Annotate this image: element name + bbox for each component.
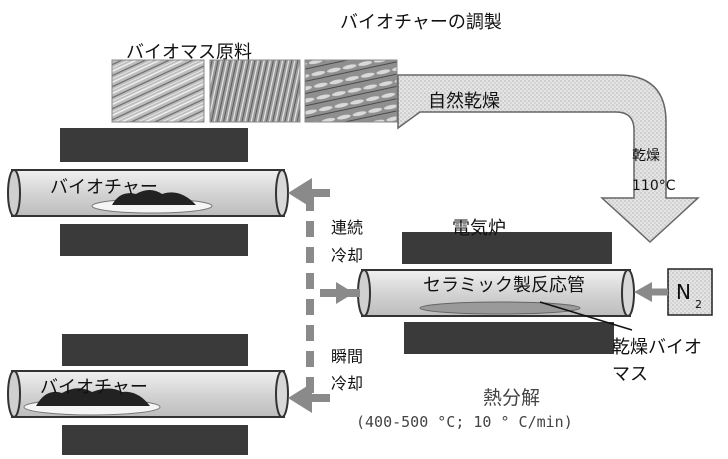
dried-biomass-label-line1: 乾燥バイオ xyxy=(612,337,702,358)
tube-end-top-left xyxy=(7,169,21,217)
reaction-tube-end-right xyxy=(621,269,635,317)
instant-cooling-line2: 冷却 xyxy=(331,374,364,393)
heater-block-top-lower xyxy=(60,224,248,256)
pyrolysis-label: 熱分解 xyxy=(483,387,541,409)
heater-block-top-upper xyxy=(60,128,248,162)
drying-temperature: 110°C xyxy=(632,178,676,194)
pyrolysis-conditions: (400-500 °C; 10 ° C/min) xyxy=(356,413,573,431)
tube-end-bottom-left xyxy=(7,370,21,418)
furnace-block-lower xyxy=(404,322,614,354)
drying-step-label: 乾燥 xyxy=(632,148,660,164)
reaction-tube-label: セラミック製反応管 xyxy=(423,275,585,296)
nitrogen-arrow-head xyxy=(634,282,652,302)
dried-biomass-pointer xyxy=(539,301,633,331)
continuous-cooling-line2: 冷却 xyxy=(331,246,364,265)
heater-block-bottom-upper xyxy=(62,334,248,366)
cooling-arrow-head-top xyxy=(288,178,312,208)
furnace-block-upper xyxy=(402,232,612,264)
biochar-pile-top xyxy=(112,190,196,205)
nitrogen-subscript: 2 xyxy=(695,298,702,311)
cooling-arrow-head-center xyxy=(336,282,354,304)
dried-biomass-label-line2: マス xyxy=(612,364,648,385)
biomass-photo-2 xyxy=(209,59,301,123)
biochar-label-bottom: バイオチャー xyxy=(40,377,148,398)
natural-drying-label: 自然乾燥 xyxy=(428,91,500,112)
diagram-title: バイオチャーの調製 xyxy=(340,12,502,33)
biomass-photo-1 xyxy=(111,59,205,123)
nitrogen-cylinder xyxy=(667,268,713,316)
biochar-pile-bottom xyxy=(36,388,150,406)
drying-arrow xyxy=(397,74,700,244)
dried-biomass-boat xyxy=(419,301,581,315)
biomass-photo-3 xyxy=(304,59,398,123)
furnace-label: 電気炉 xyxy=(452,218,506,239)
cooling-arrow-head-bottom xyxy=(288,383,312,413)
biochar-label-top: バイオチャー xyxy=(50,177,158,198)
continuous-cooling-line1: 連続 xyxy=(331,218,364,237)
biomass-label: バイオマス原料 xyxy=(126,42,252,63)
instant-cooling-line1: 瞬間 xyxy=(331,347,364,366)
tube-end-bottom-right xyxy=(275,370,289,418)
heater-block-bottom-lower xyxy=(62,425,248,455)
nitrogen-symbol: N xyxy=(676,280,691,304)
tube-end-top-right xyxy=(275,169,289,217)
